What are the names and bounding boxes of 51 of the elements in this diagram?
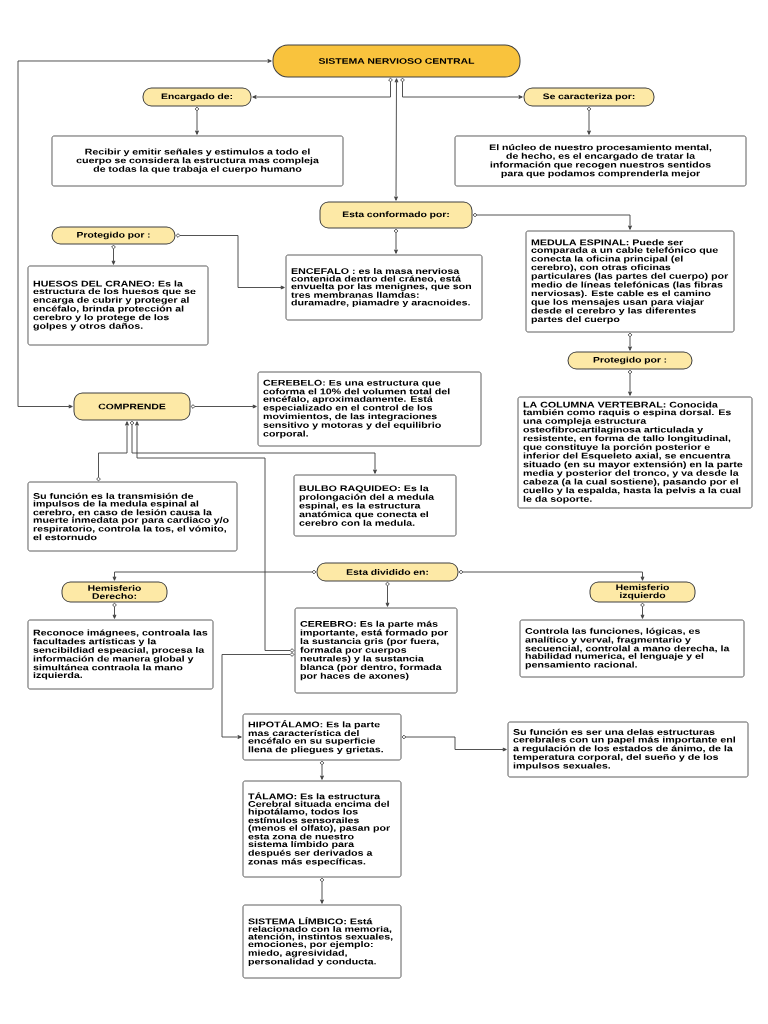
arrow <box>472 212 632 230</box>
arrow <box>586 106 592 135</box>
arrow <box>194 106 200 135</box>
label-pill: Esta dividido en: <box>316 562 459 582</box>
arrow <box>385 581 390 607</box>
label-pill: COMPRENDE <box>73 392 191 421</box>
arrow <box>112 602 117 619</box>
arrow <box>458 569 645 581</box>
arrow <box>190 404 257 409</box>
arrow <box>135 421 295 653</box>
text-box: Su función es la transmisión de impulsos de la medula espinal al cerebro, en caso de lesión causa la muerte inmedata por para cardiaco y/o respiratorio, controla la tos, el vómito, el estornudo <box>27 481 238 552</box>
text-box: El núcleo de nuestro procesamiento mental, de hecho, es el encargado de tratar la información que recogen nuestros sentidos para que podamos comprenderla mejor <box>454 135 747 187</box>
arrow <box>17 59 272 409</box>
text-box: Recibir y emitir señales y estimulos a todo el cuerpo se considera la estructura mas compleja de todas la que trabaja el cuerpo humano <box>51 135 344 187</box>
arrow <box>401 734 507 752</box>
arrow <box>627 369 633 396</box>
text-box: MEDULA ESPINAL: Puede ser comparada a un cable telefónico que conecta la oficina principal (el cerebro), con otras oficinas particulares (las partes del cuerpo) por medio de líneas telefónicas (las fibras nerviosas). Este cable es el camino que los mensajes usan para viajar desde el cerebro y las diferentes partes del cuerpo <box>525 230 735 333</box>
arrow <box>400 77 523 99</box>
arrow <box>221 652 295 739</box>
text-box: Reconoce imágnees, controala las facultades artísticas y la sencibildiad espeacial, procesa la información de manera global y simultánea contraola la mano izquierda. <box>27 619 214 690</box>
text-box: LA COLUMNA VERTEBRAL: Conocida también como raquis o espina dorsal. Es una compleja estructura osteofibrocartilaginosa articulada y resistente, en forma de tallo longitudinal, que constituye la porción posterior e inferior del Esqueleto axial, se encuentra situado (en su mayor extensión) en la parte media y posterior del tronco, y va desde la cabeza (a la cual sostiene), pasando por el cuello y la espalda, hasta la pelvis a la cual le da soporte. <box>517 396 753 509</box>
text-box: HIPOTÁLAMO: Es la parte mas característica del encéfalo en su superficie llena de pliegues y grietas. <box>242 713 402 761</box>
text-box: Su función es ser una delas estructuras cerebrales con un papel más importante enl a regulación de los estados de ánimo, de la temperatura corporal, del sueño y de los impulsos sexuales. <box>507 721 749 778</box>
arrow <box>394 78 399 201</box>
arrow <box>627 332 633 351</box>
text-box: TÁLAMO: Es la estructura Cerebral situada encima del hipotálamo, todos los estímulos sensoraiIes (menos el olfato), pasan por esta zona de nuestro sistema límbido para después ser derivados a zonas más específicas. <box>242 780 402 878</box>
label-pill: Hemisferio Derecho: <box>61 581 168 603</box>
text-box: CEREBELO: Es una estructura que coforma el 10% del volumen total del encéfalo, aproximadamente. Está especializado en el control de los movimientos, de las integraciones sensitivo y motoras y del equilibrio corporal. <box>257 371 482 447</box>
text-box: CEREBRO: Es la parte más importante, está formado por la sustancia gris (por fuera, formada por cuerpos neutrales) y la sustancia blanca (por dentro, formada por haces de axones) <box>294 607 458 694</box>
arrow <box>175 233 285 290</box>
label-pill: Se caracteriza por: <box>523 87 655 107</box>
label-pill: Protegido por : <box>567 351 693 370</box>
arrow <box>319 877 325 904</box>
main-pill: SISTEMA NERVIOSO CENTRAL <box>272 44 521 78</box>
text-box: Controla las funciones, lógicas, es analítico y verval, fragmentario y secuencial, controlal a mano derecha, la habilidad numerica, el lenguaje y el pensamiento racional. <box>519 619 745 678</box>
text-box: HUESOS DEL CRANEO: Es la estructura de los huesos que se encarga de cubrir y proteger al encéfalo, brinda protección al cerebro y lo protege de los golpes y otros daños. <box>27 265 209 346</box>
text-box: ENCEFALO : es la masa nerviosa contenida dentro del cráneo, está envuelta por las menignes, que son tres membranas llamdas: duramadre, piamadre y aracnoides. <box>285 254 483 321</box>
label-pill: Encargado de: <box>142 87 252 107</box>
arrow <box>111 244 116 265</box>
text-box: SISTEMA LÍMBICO: Está relacionado con la memoria, atención, instintos sexuales, emociones, por ejemplo: miedo, agresividad, personalidad y conducta. <box>242 904 402 979</box>
arrow <box>129 420 377 474</box>
label-pill: Hemisferio izquierdo <box>589 581 696 603</box>
label-pill: Esta conformado por: <box>319 201 473 229</box>
arrow <box>393 228 399 254</box>
arrow <box>252 77 393 99</box>
label-pill: Protegido por : <box>51 226 176 245</box>
arrow <box>112 569 317 581</box>
arrow <box>319 760 325 780</box>
arrow <box>96 421 129 482</box>
text-box: BULBO RAQUIDEO: Es la prolongación del a medula espinal, es la estructura anatómica que conecta el cerebro con la medula. <box>293 474 457 537</box>
arrow <box>640 602 645 619</box>
